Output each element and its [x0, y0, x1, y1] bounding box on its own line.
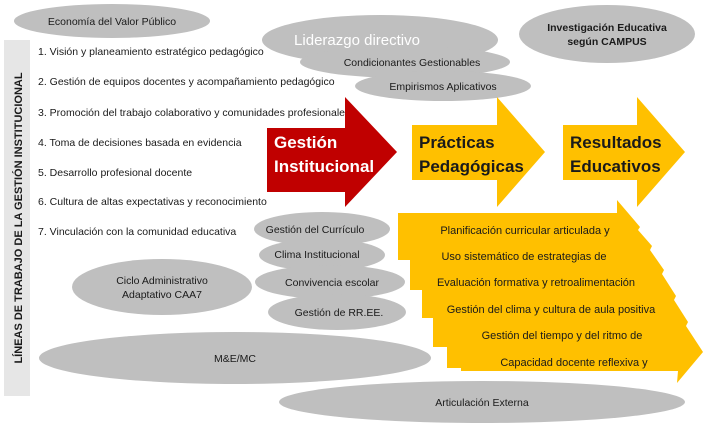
ellipse-curriculo [254, 212, 390, 246]
vertical-label-bar [4, 40, 30, 396]
ellipse-rree [268, 294, 406, 330]
line-item: 1. Visión y planeamiento estratégico ped… [38, 46, 264, 58]
practice-item: Evaluación formativa y retroalimentación [437, 277, 635, 289]
articulacion-label: Articulación Externa [435, 397, 529, 409]
resultados-label-1: Resultados [570, 133, 662, 152]
ellipse-economia [14, 4, 210, 38]
line-item: 3. Promoción del trabajo colaborativo y … [38, 107, 350, 119]
line-item: 5. Desarrollo profesional docente [38, 167, 192, 179]
gestion-label-1: Gestión [274, 133, 337, 152]
practice-item: Capacidad docente reflexiva y [500, 357, 648, 369]
liderazgo-label: Liderazgo directivo [294, 32, 420, 49]
line-item: 4. Toma de decisiones basada en evidenci… [38, 137, 242, 149]
line-item: 7. Vinculación con la comunidad educativ… [38, 226, 236, 238]
ciclo-label-1: Ciclo Administrativo [116, 275, 208, 287]
arrow-gestion-institucional [267, 97, 397, 207]
me-label: M&E/MC [214, 353, 256, 365]
ellipse-articulacion [279, 381, 685, 423]
practice-item: Uso sistemático de estrategias de [441, 251, 606, 263]
rree-label: Gestión de RR.EE. [295, 307, 384, 319]
condicionantes-label: Condicionantes Gestionables [344, 57, 481, 69]
ellipse-ciclo [72, 259, 252, 315]
arrow-resultados-educativos [563, 97, 685, 207]
line-item: 2. Gestión de equipos docentes y acompañ… [38, 76, 335, 88]
practicas-label-1: Prácticas [419, 133, 495, 152]
ellipse-clima [259, 239, 385, 271]
staircase-practices-arrow [398, 200, 703, 383]
economia-label: Economía del Valor Público [48, 16, 176, 28]
lines-list: 1. Visión y planeamiento estratégico ped… [38, 46, 350, 238]
ellipse-empirismos [355, 71, 531, 101]
vertical-label: LÍNEAS DE TRABAJO DE LA GESTIÓN INSTITUC… [12, 72, 25, 363]
ciclo-label-2: Adaptativo CAA7 [122, 289, 202, 301]
line-item: 6. Cultura de altas expectativas y recon… [38, 196, 267, 208]
arrow-practicas-pedagogicas [412, 97, 545, 207]
ellipse-investigacion [519, 5, 695, 63]
practice-item: Gestión del clima y cultura de aula posi… [447, 304, 656, 316]
investigacion-label-2: según CAMPUS [567, 36, 646, 48]
empirismos-label: Empirismos Aplicativos [389, 81, 496, 93]
ellipse-me [39, 332, 431, 384]
clima-label: Clima Institucional [274, 249, 359, 261]
resultados-label-2: Educativos [570, 157, 661, 176]
practicas-label-2: Pedagógicas [419, 157, 524, 176]
convivencia-label: Convivencia escolar [285, 277, 379, 289]
investigacion-label-1: Investigación Educativa [547, 22, 667, 34]
curriculo-label: Gestión del Currículo [266, 224, 365, 236]
practices-list: Planificación curricular articulada y Us… [437, 225, 656, 369]
ellipse-condicionantes [300, 46, 510, 78]
practice-item: Gestión del tiempo y del ritmo de [482, 330, 643, 342]
practice-item: Planificación curricular articulada y [440, 225, 610, 237]
gestion-label-2: Institucional [274, 157, 374, 176]
ellipse-convivencia [255, 265, 405, 299]
